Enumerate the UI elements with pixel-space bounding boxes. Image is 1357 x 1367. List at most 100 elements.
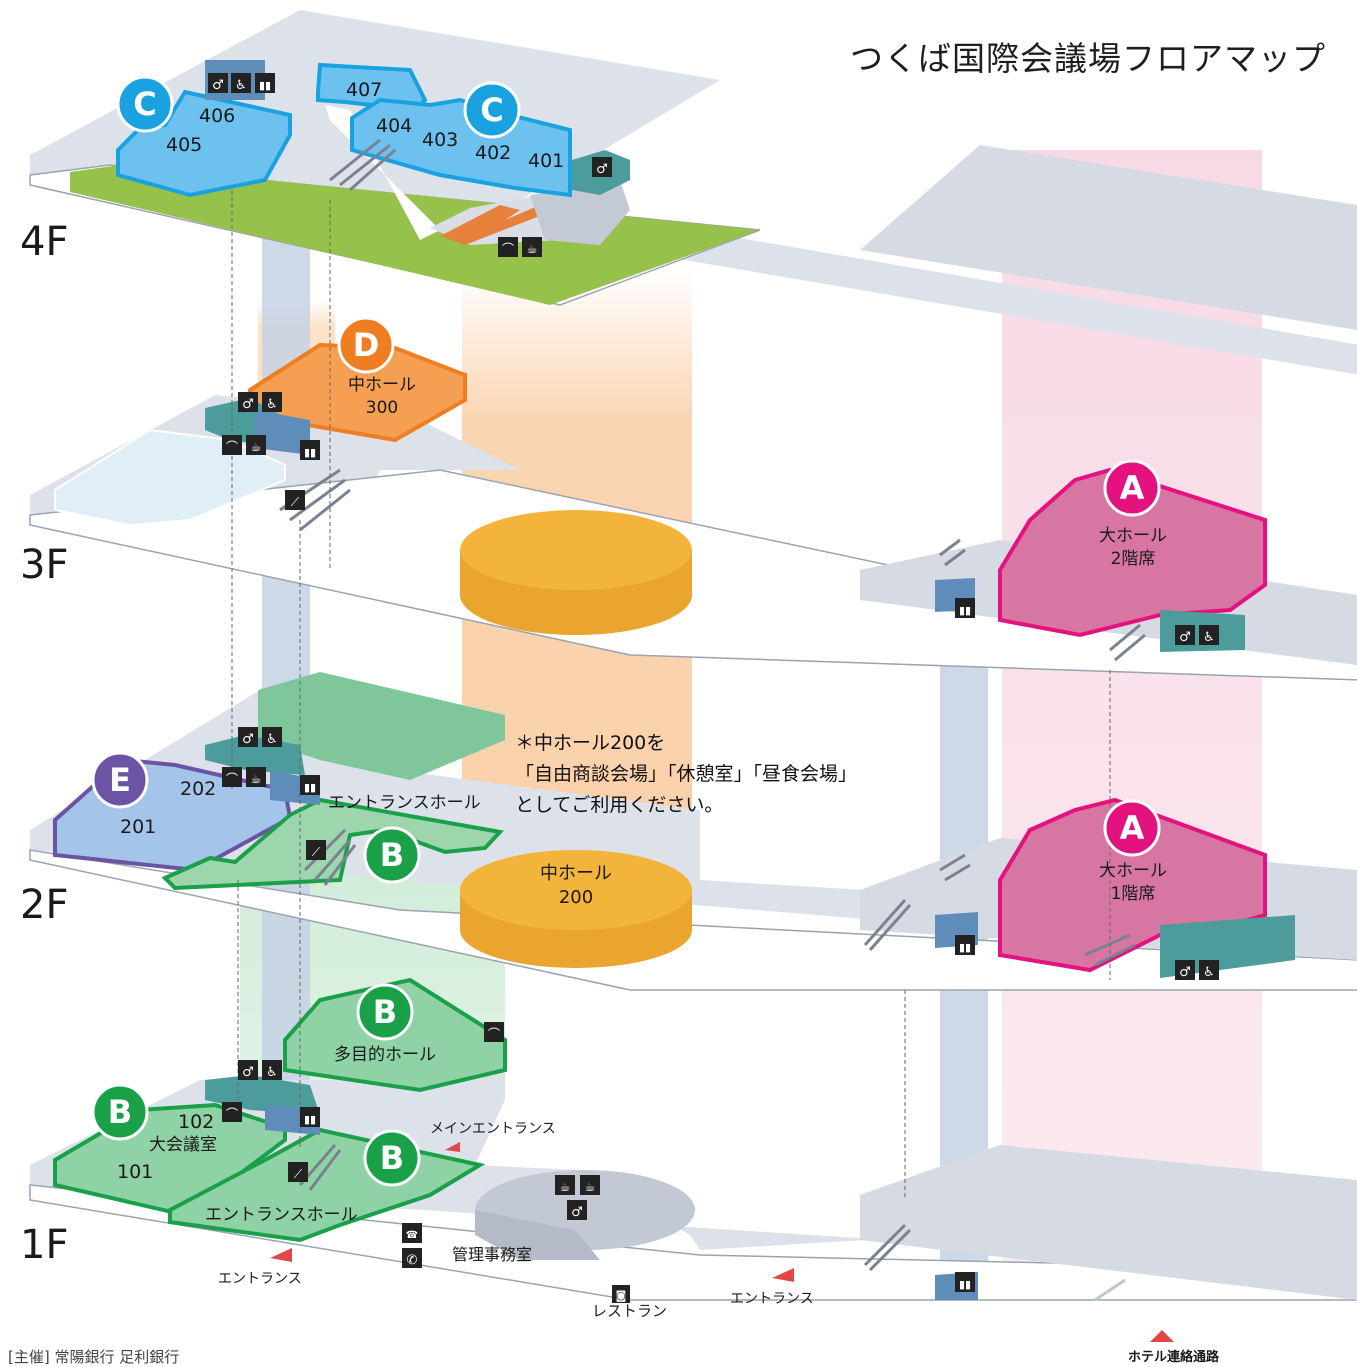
wheelchair-icon: ♿ <box>262 727 282 747</box>
svg-text:B: B <box>380 836 404 874</box>
svg-text:♿: ♿ <box>1203 965 1215 980</box>
restaurant-icon: ◙ <box>612 1285 630 1303</box>
pink-light-beam <box>1002 150 1262 1300</box>
restaurant-label: レストラン <box>592 1302 667 1320</box>
great-hall-2-name: 大ホール <box>1099 526 1167 546</box>
svg-text:♂: ♂ <box>1179 965 1191 980</box>
main-entrance-arrow-icon <box>445 1142 460 1152</box>
elevator-icon: ▮▮ <box>300 775 320 795</box>
zone-badge-c-right: C <box>463 81 521 139</box>
mid-hall-200-disc <box>460 850 692 968</box>
floor-label-1f: 1F <box>20 1222 68 1268</box>
svg-text:▮▮: ▮▮ <box>304 781 316 794</box>
mid-hall-200-upper-disc <box>460 510 692 635</box>
room-201-label: 201 <box>120 816 156 838</box>
svg-text:♿: ♿ <box>266 397 278 412</box>
room-402-label: 402 <box>475 142 511 164</box>
smoking-icon: ⌒ <box>222 1102 242 1122</box>
main-entrance-label: メインエントランス <box>430 1121 556 1137</box>
great-hall-2-seat: 2階席 <box>1111 549 1156 569</box>
svg-text:A: A <box>1120 469 1145 507</box>
room-404-label: 404 <box>376 115 412 137</box>
vending-icon: ☕ <box>246 767 266 787</box>
green-block-2f <box>258 672 505 780</box>
restroom-icon: ♂ <box>208 73 228 93</box>
floor-label-3f: 3F <box>20 542 68 588</box>
center-entrance-label: エントランス <box>730 1291 814 1307</box>
svg-text:☕: ☕ <box>251 440 262 454</box>
room-101-label: 101 <box>117 1161 153 1183</box>
wheelchair-icon: ♿ <box>1199 625 1219 645</box>
vending-icon: ☕ <box>522 237 542 257</box>
zone-badge-b-multipurpose: B <box>356 983 414 1041</box>
hotel-entrance-arrow-icon <box>1150 1330 1174 1342</box>
svg-text:▮▮: ▮▮ <box>304 446 316 459</box>
entrance-hall-1f-label: エントランスホール <box>205 1205 358 1225</box>
mid-hall-300-number: 300 <box>366 398 398 418</box>
zone-badge-b-1f-hall: B <box>363 1129 421 1187</box>
svg-text:♂: ♂ <box>242 397 254 412</box>
svg-text:♂: ♂ <box>571 1205 583 1220</box>
svg-text:▮▮: ▮▮ <box>959 1278 971 1291</box>
left-entrance-label: エントランス <box>218 1271 302 1287</box>
svg-text:✆: ✆ <box>407 1253 418 1268</box>
zone-badge-b-101: B <box>91 1083 149 1141</box>
note-line-2: 「自由商談会場」「休憩室」「昼食会場」 <box>515 763 858 785</box>
elevator-icon: ▮▮ <box>955 1272 975 1292</box>
floor-label-2f: 2F <box>20 882 68 928</box>
restroom-icon: ♂ <box>238 392 258 412</box>
svg-text:▮▮: ▮▮ <box>259 79 271 92</box>
room-202-label: 202 <box>180 778 216 800</box>
left-entrance-arrow-icon <box>270 1248 292 1262</box>
phone-icon: ✆ <box>402 1248 422 1268</box>
escalator-icon: ⟋ <box>306 840 326 860</box>
zone-badge-e: E <box>91 751 149 809</box>
room-401-label: 401 <box>528 150 564 172</box>
mid-hall-200-note: ＊中ホール200を 「自由商談会場」「休憩室」「昼食会場」 としてご利用ください… <box>515 728 857 821</box>
zone-badge-c-left: C <box>116 75 174 133</box>
svg-text:♿: ♿ <box>266 732 278 747</box>
great-hall-1-name: 大ホール <box>1099 861 1167 881</box>
svg-text:♿: ♿ <box>235 78 247 93</box>
svg-text:⟋: ⟋ <box>312 845 321 859</box>
svg-text:B: B <box>108 1093 132 1131</box>
svg-text:♂: ♂ <box>596 162 608 177</box>
organizer-legend: [主催] 常陽銀行 足利銀行 <box>8 1348 180 1366</box>
svg-text:⟋: ⟋ <box>291 495 300 509</box>
vending-icon: ☕ <box>580 1175 600 1195</box>
room-405-label: 405 <box>166 134 202 156</box>
entrance-hall-2f-label: エントランスホール <box>328 793 481 813</box>
zone-badge-a-upper: A <box>1103 459 1161 517</box>
restroom-icon: ♂ <box>567 1200 587 1220</box>
smoking-icon: ⌒ <box>222 435 242 455</box>
svg-text:E: E <box>109 761 131 799</box>
svg-text:☕: ☕ <box>251 772 262 786</box>
multipurpose-hall-label: 多目的ホール <box>334 1045 436 1065</box>
floor-2f <box>29 672 1357 991</box>
svg-text:A: A <box>1120 809 1145 847</box>
wheelchair-icon: ♿ <box>262 1060 282 1080</box>
elevator-icon: ▮▮ <box>955 935 975 955</box>
elevator-icon: ▮▮ <box>300 440 320 460</box>
svg-text:▮▮: ▮▮ <box>959 604 971 617</box>
great-hall-2f-seats <box>998 467 1267 638</box>
mid-hall-200-number: 200 <box>559 887 593 908</box>
restroom-icon: ♂ <box>1175 625 1195 645</box>
svg-text:⌒: ⌒ <box>488 1027 500 1041</box>
counter-orange <box>440 205 550 245</box>
svg-text:♿: ♿ <box>1203 630 1215 645</box>
restroom-icon: ♂ <box>238 1060 258 1080</box>
wheelchair-icon: ♿ <box>262 392 282 412</box>
svg-text:C: C <box>480 91 503 129</box>
svg-text:♂: ♂ <box>212 78 224 93</box>
escalator-icon: ⟋ <box>285 490 305 510</box>
hotel-corridor-label: ホテル連絡通路 <box>1128 1349 1220 1365</box>
room-406-label: 406 <box>199 105 235 127</box>
zone-badge-a-lower: A <box>1103 799 1161 857</box>
escalator-icon: ⟋ <box>288 1162 308 1182</box>
elevator-icon: ▮▮ <box>255 73 275 93</box>
zone-badge-d: D <box>337 316 395 374</box>
restroom-icon: ♂ <box>592 157 612 177</box>
